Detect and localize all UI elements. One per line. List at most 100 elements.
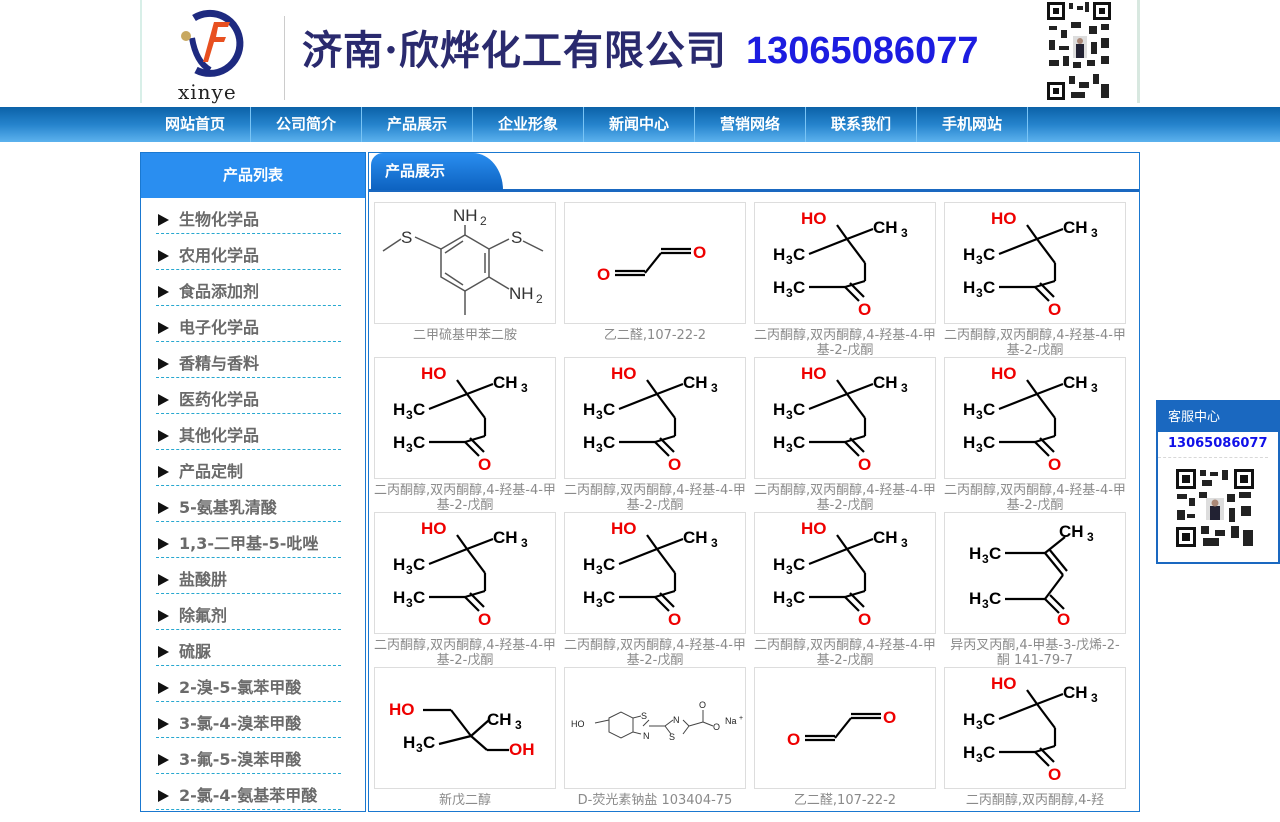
nav-image[interactable]: 企业形象 <box>473 107 584 142</box>
product-caption[interactable]: 新戊二醇 <box>438 793 491 808</box>
customer-service-phone[interactable]: 13065086077 <box>1158 432 1268 458</box>
product-caption[interactable]: 二丙酮醇,双丙酮醇,4-羟基-4-甲基-2-戊酮 <box>754 328 936 357</box>
nav-contact[interactable]: 联系我们 <box>806 107 917 142</box>
nav-home[interactable]: 网站首页 <box>140 107 251 142</box>
svg-text:CH: CH <box>1063 683 1088 702</box>
product-caption[interactable]: 异丙叉丙酮,4-甲基-3-戊烯-2-酮 141-79-7 <box>950 638 1120 667</box>
sidebar-category-item[interactable]: 5-氨基乳清酸 <box>156 486 341 522</box>
sidebar-category-item[interactable]: 医药化学品 <box>156 378 341 414</box>
svg-text:3: 3 <box>711 536 718 550</box>
svg-text:3: 3 <box>976 441 983 455</box>
svg-text:H: H <box>583 555 595 574</box>
sidebar-category-item[interactable]: 2-氯-4-氨基苯甲酸 <box>156 774 341 810</box>
svg-text:3: 3 <box>786 408 793 422</box>
product-caption[interactable]: 乙二醛,107-22-2 <box>793 793 897 808</box>
sidebar-category-item[interactable]: 盐酸肼 <box>156 558 341 594</box>
svg-text:OH: OH <box>509 740 535 759</box>
sidebar-category-item[interactable]: 农用化学品 <box>156 234 341 270</box>
nav-products[interactable]: 产品展示 <box>362 107 473 142</box>
company-logo[interactable]: xinye <box>174 4 244 104</box>
svg-text:O: O <box>1048 765 1061 784</box>
svg-text:HO: HO <box>421 519 447 538</box>
triangle-right-icon <box>158 754 169 766</box>
svg-text:O: O <box>699 700 706 710</box>
triangle-right-icon <box>158 286 169 298</box>
product-caption[interactable]: 二丙酮醇,双丙酮醇,4-羟基-4-甲基-2-戊酮 <box>754 483 936 512</box>
sidebar-category-item[interactable]: 2-溴-5-氯苯甲酸 <box>156 666 341 702</box>
product-caption[interactable]: 二丙酮醇,双丙酮醇,4-羟基-4-甲基-2-戊酮 <box>374 638 556 667</box>
sidebar-category-item[interactable]: 电子化学品 <box>156 306 341 342</box>
svg-text:H: H <box>393 433 405 452</box>
svg-text:C: C <box>793 555 805 574</box>
category-label: 盐酸肼 <box>179 570 228 589</box>
sidebar-category-item[interactable]: 其他化学品 <box>156 414 341 450</box>
product-caption[interactable]: 二甲硫基甲苯二胺 <box>412 328 517 343</box>
svg-text:HO: HO <box>389 700 415 719</box>
sidebar-category-item[interactable]: 产品定制 <box>156 450 341 486</box>
svg-text:H: H <box>583 400 595 419</box>
sidebar-category-item[interactable]: 香精与香料 <box>156 342 341 378</box>
product-caption[interactable]: 二丙酮醇,双丙酮醇,4-羟基-4-甲基-2-戊酮 <box>374 483 556 512</box>
sidebar-category-item[interactable]: 除氟剂 <box>156 594 341 630</box>
sidebar-category-item[interactable]: 3-氯-4-溴苯甲酸 <box>156 702 341 738</box>
sidebar-category-item[interactable]: 食品添加剂 <box>156 270 341 306</box>
nav-about[interactable]: 公司简介 <box>251 107 362 142</box>
product-caption[interactable]: 二丙酮醇,双丙酮醇,4-羟基-4-甲基-2-戊酮 <box>564 483 746 512</box>
sidebar-category-item[interactable]: 1,3-二甲基-5-吡唑 <box>156 522 341 558</box>
svg-text:3: 3 <box>786 441 793 455</box>
nav-mobile[interactable]: 手机网站 <box>917 107 1028 142</box>
product-caption[interactable]: 二丙酮醇,双丙酮醇,4-羟基-4-甲基-2-戊酮 <box>754 638 936 667</box>
sidebar-category-item[interactable]: 3-氟-5-溴苯甲酸 <box>156 738 341 774</box>
svg-text:O: O <box>1048 455 1061 474</box>
svg-text:C: C <box>983 278 995 297</box>
sidebar-category-item[interactable]: 硫脲 <box>156 630 341 666</box>
nav-news[interactable]: 新闻中心 <box>584 107 695 142</box>
triangle-right-icon <box>158 502 169 514</box>
product-caption[interactable]: 二丙酮醇,双丙酮醇,4-羟基-4-甲基-2-戊酮 <box>564 638 746 667</box>
sidebar-category-item[interactable]: 生物化学品 <box>156 198 341 234</box>
product-caption[interactable]: 二丙酮醇,双丙酮醇,4-羟 <box>965 793 1105 808</box>
svg-text:3: 3 <box>976 718 983 732</box>
svg-text:H: H <box>773 555 785 574</box>
product-caption[interactable]: 乙二醛,107-22-2 <box>603 328 707 343</box>
product-caption[interactable]: 二丙酮醇,双丙酮醇,4-羟基-4-甲基-2-戊酮 <box>944 328 1126 357</box>
product-caption[interactable]: 二丙酮醇,双丙酮醇,4-羟基-4-甲基-2-戊酮 <box>944 483 1126 512</box>
svg-text:H: H <box>403 733 415 752</box>
nav-marketing[interactable]: 营销网络 <box>695 107 806 142</box>
category-label: 1,3-二甲基-5-吡唑 <box>179 534 319 553</box>
product-caption[interactable]: D-荧光素钠盐 103404-75 <box>577 793 733 808</box>
